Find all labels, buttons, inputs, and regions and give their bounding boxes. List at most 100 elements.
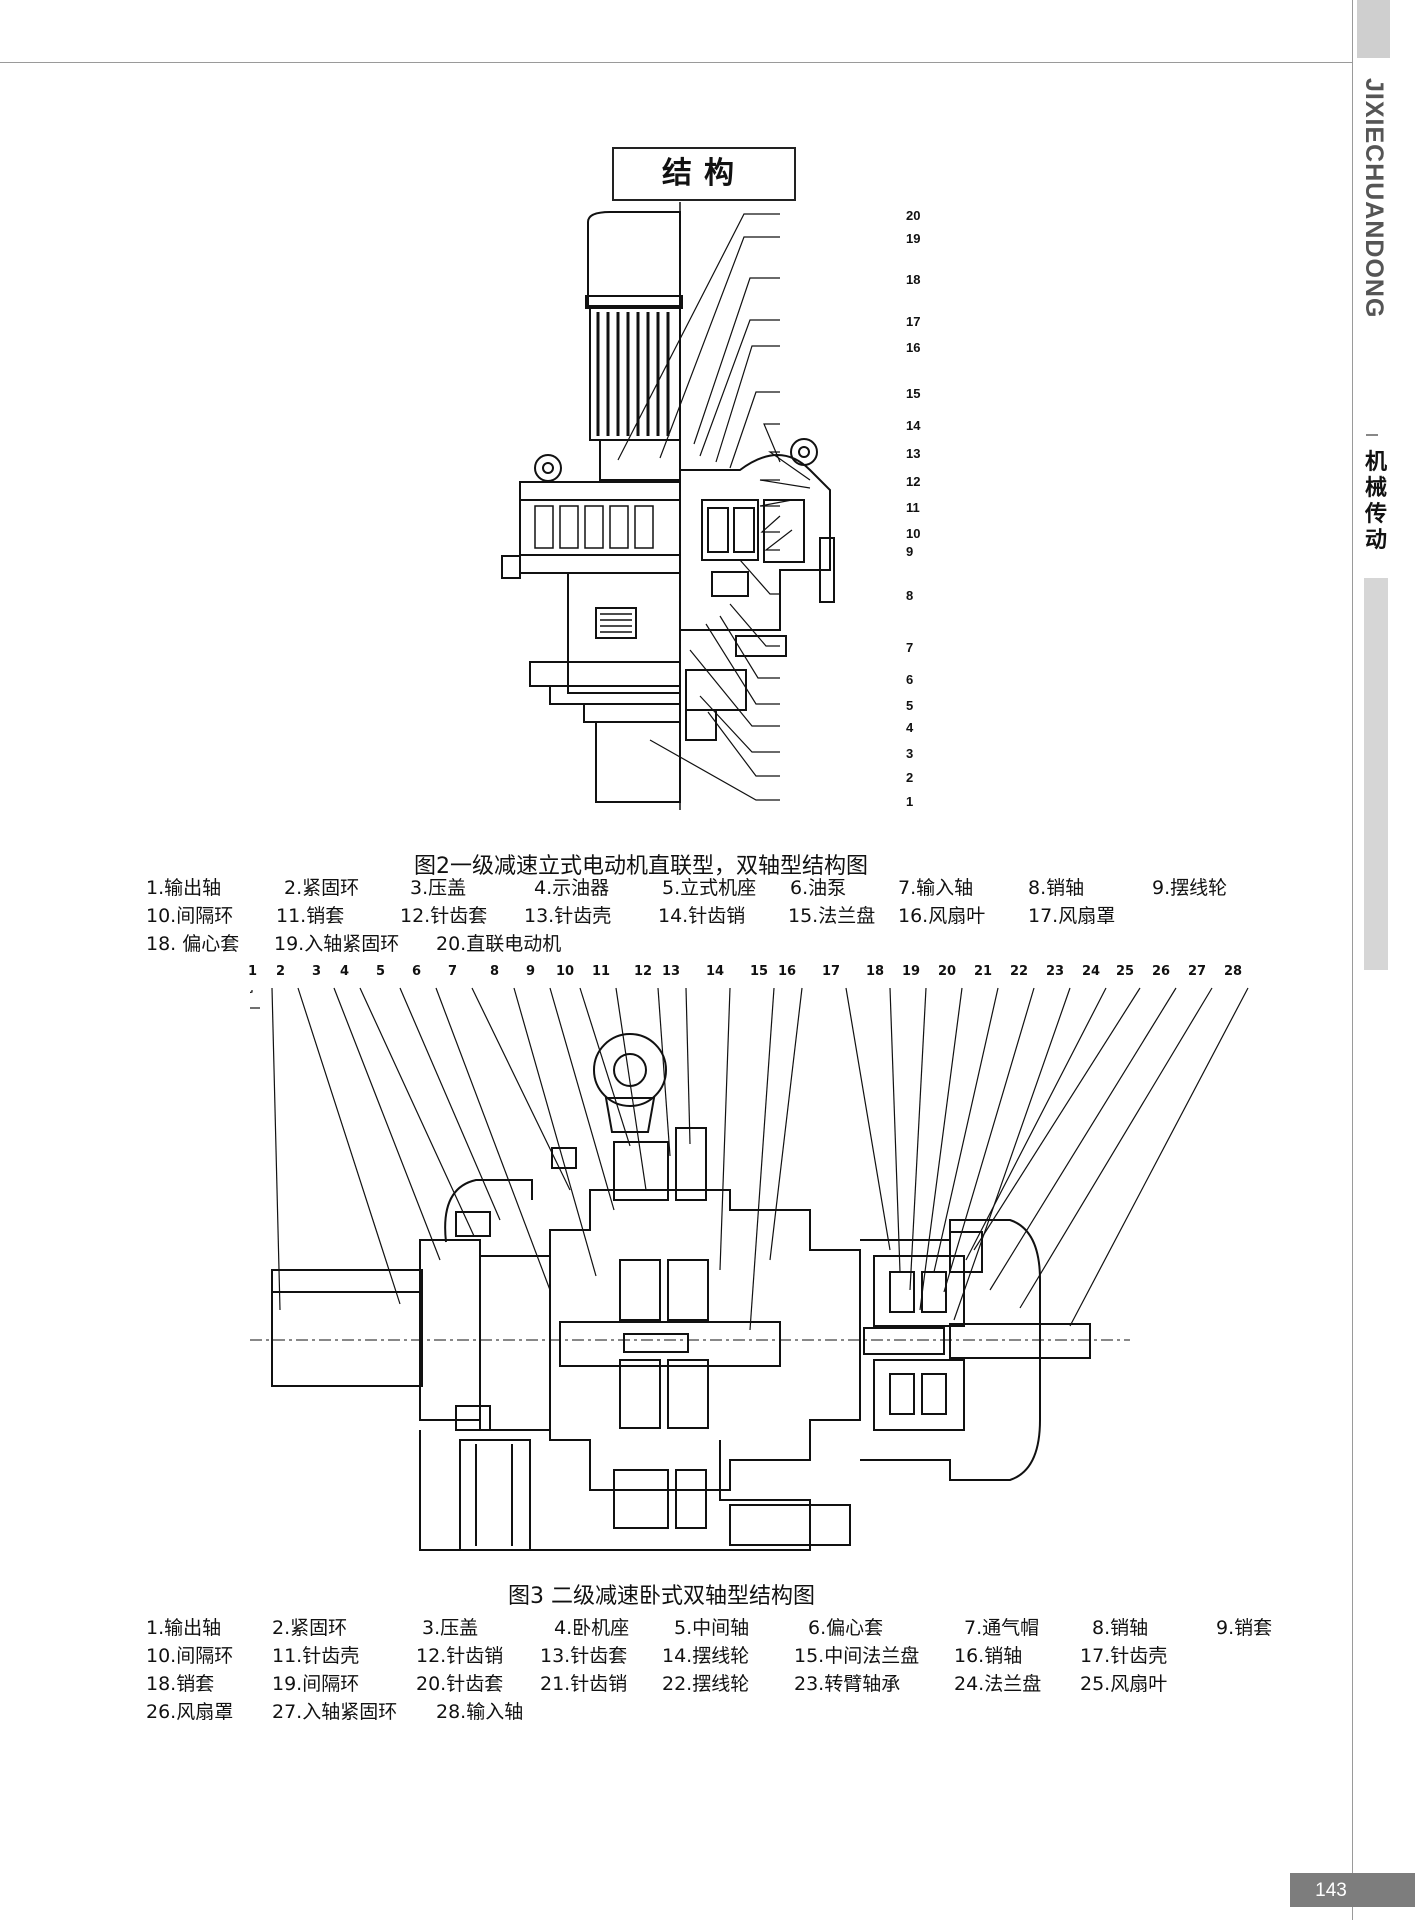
- fig2-callout: 1: [906, 794, 914, 809]
- fig2-callout: 12: [906, 474, 921, 489]
- fig2-drawing: [501, 202, 835, 810]
- fig3-callout: 18: [866, 964, 885, 979]
- fig3-callout: 27: [1188, 964, 1207, 979]
- legend-item: 27.入轴紧固环: [272, 1701, 398, 1723]
- fig3-drawing: [250, 987, 1249, 1551]
- legend-item: 23.转臂轴承: [794, 1673, 901, 1695]
- legend-item: 5.立式机座: [662, 877, 757, 899]
- legend-item: 28.输入轴: [436, 1701, 524, 1723]
- legend-item: 18.销套: [146, 1673, 215, 1695]
- fig3-callout: 5: [376, 964, 386, 979]
- fig3-callout: 28: [1224, 964, 1243, 979]
- legend-item: 25.风扇叶: [1080, 1673, 1168, 1695]
- fig2-callout: 19: [906, 231, 921, 246]
- legend-row: 18. 偏心套 19.入轴紧固环 20.直联电动机: [146, 930, 1266, 958]
- fig3-callout: 6: [412, 964, 422, 979]
- legend-item: 14.针齿销: [658, 905, 746, 927]
- fig3-callout: 7: [448, 964, 458, 979]
- fig2-callout: 3: [906, 746, 914, 761]
- legend-item: 24.法兰盘: [954, 1673, 1042, 1695]
- fig3-callout: 21: [974, 964, 993, 979]
- fig3-callout: 11: [592, 964, 611, 979]
- fig3-legend: 1.输出轴 2.紧固环 3.压盖 4.卧机座 5.中间轴 6.偏心套 7.通气帽…: [146, 1614, 1272, 1726]
- fig3-callout: 16: [778, 964, 797, 979]
- legend-row: 18.销套 19.间隔环 20.针齿套 21.针齿销 22.摆线轮 23.转臂轴…: [146, 1670, 1266, 1698]
- fig2-callout: 11: [906, 500, 920, 515]
- fig2-callout: 8: [906, 588, 914, 603]
- fig2-callout: 13: [906, 446, 921, 461]
- fig2-callout-list: 20 19 18 17 16 15 14 13 12 11 10 9 8 7 6…: [906, 202, 946, 822]
- side-brand-text: JIXIECHUANDONG: [1360, 78, 1388, 319]
- fig3-callout: 24: [1082, 964, 1101, 979]
- legend-item: 11.针齿壳: [272, 1645, 360, 1667]
- legend-item: 2.紧固环: [272, 1617, 348, 1639]
- legend-item: 6.油泵: [790, 877, 847, 899]
- legend-item: 15.法兰盘: [788, 905, 876, 927]
- legend-item: 26.风扇罩: [146, 1701, 234, 1723]
- fig2-callout: 5: [906, 698, 914, 713]
- legend-item: 8.销轴: [1028, 877, 1085, 899]
- fig2-callout: 4: [906, 720, 914, 735]
- legend-row: 10.间隔环 11.销套 12.针齿套 13.针齿壳 14.针齿销 15.法兰盘…: [146, 902, 1266, 930]
- legend-row: 1.输出轴 2.紧固环 3.压盖 4.卧机座 5.中间轴 6.偏心套 7.通气帽…: [146, 1614, 1272, 1642]
- page-number: 143: [1315, 1880, 1347, 1901]
- legend-item: 10.间隔环: [146, 1645, 234, 1667]
- legend-item: 16.销轴: [954, 1645, 1023, 1667]
- legend-item: 14.摆线轮: [662, 1645, 750, 1667]
- legend-item: 16.风扇叶: [898, 905, 986, 927]
- legend-item: 21.针齿销: [540, 1673, 628, 1695]
- side-divider: [1366, 434, 1378, 436]
- fig3-callout: 1: [248, 964, 258, 979]
- fig3-callout: 22: [1010, 964, 1029, 979]
- legend-row: 10.间隔环 11.针齿壳 12.针齿销 13.针齿套 14.摆线轮 15.中间…: [146, 1642, 1266, 1670]
- fig3-callout: 20: [938, 964, 957, 979]
- fig2-callout: 6: [906, 672, 914, 687]
- fig2-callout: 2: [906, 770, 914, 785]
- legend-item: 3.压盖: [410, 877, 467, 899]
- legend-item: 13.针齿壳: [524, 905, 612, 927]
- fig3-callout: 10: [556, 964, 575, 979]
- legend-item: 4.示油器: [534, 877, 610, 899]
- legend-item: 12.针齿销: [416, 1645, 504, 1667]
- fig3-callout: 14: [706, 964, 725, 979]
- legend-item: 3.压盖: [422, 1617, 479, 1639]
- fig2-callout: 7: [906, 640, 914, 655]
- legend-item: 17.针齿壳: [1080, 1645, 1168, 1667]
- fig3-callout-list: 1 2 3 4 5 6 7 8 9 10 11 12 13 14 15 16 1…: [0, 964, 1415, 984]
- legend-item: 11.销套: [276, 905, 345, 927]
- fig3-callout: 23: [1046, 964, 1065, 979]
- fig3-callout: 13: [662, 964, 681, 979]
- legend-item: 6.偏心套: [808, 1617, 884, 1639]
- legend-item: 5.中间轴: [674, 1617, 750, 1639]
- margin-rule: [1352, 0, 1353, 1920]
- legend-item: 2.紧固环: [284, 877, 360, 899]
- legend-item: 19.间隔环: [272, 1673, 360, 1695]
- legend-item: 8.销轴: [1092, 1617, 1149, 1639]
- fig2-callout: 15: [906, 386, 921, 401]
- legend-item: 12.针齿套: [400, 905, 488, 927]
- legend-item: 22.摆线轮: [662, 1673, 750, 1695]
- fig3-caption: 图3 二级减速卧式双轴型结构图: [508, 1584, 815, 1609]
- fig3-callout: 26: [1152, 964, 1171, 979]
- fig3-callout: 19: [902, 964, 921, 979]
- fig2-callout: 16: [906, 340, 921, 355]
- page-number-tab: [1290, 1873, 1415, 1907]
- fig2-callout: 10: [906, 526, 921, 541]
- fig3-callout: 4: [340, 964, 350, 979]
- legend-item: 17.风扇罩: [1028, 905, 1116, 927]
- legend-item: 10.间隔环: [146, 905, 234, 927]
- fig2-callout: 18: [906, 272, 921, 287]
- legend-item: 19.入轴紧固环: [274, 933, 400, 955]
- fig2-callout: 9: [906, 544, 914, 559]
- fig3-callout: 12: [634, 964, 653, 979]
- fig2-caption: 图2一级减速立式电动机直联型，双轴型结构图: [414, 854, 868, 879]
- legend-item: 18. 偏心套: [146, 933, 240, 955]
- fig3-callout: 25: [1116, 964, 1135, 979]
- legend-item: 4.卧机座: [554, 1617, 630, 1639]
- fig2-legend: 1.输出轴 2.紧固环 3.压盖 4.示油器 5.立式机座 6.油泵 7.输入轴…: [146, 874, 1266, 958]
- legend-row: 1.输出轴 2.紧固环 3.压盖 4.示油器 5.立式机座 6.油泵 7.输入轴…: [146, 874, 1266, 902]
- legend-row: 26.风扇罩 27.入轴紧固环 28.输入轴: [146, 1698, 1266, 1726]
- legend-item: 7.输入轴: [898, 877, 974, 899]
- legend-item: 20.直联电动机: [436, 933, 562, 955]
- fig2-callout: 17: [906, 314, 921, 329]
